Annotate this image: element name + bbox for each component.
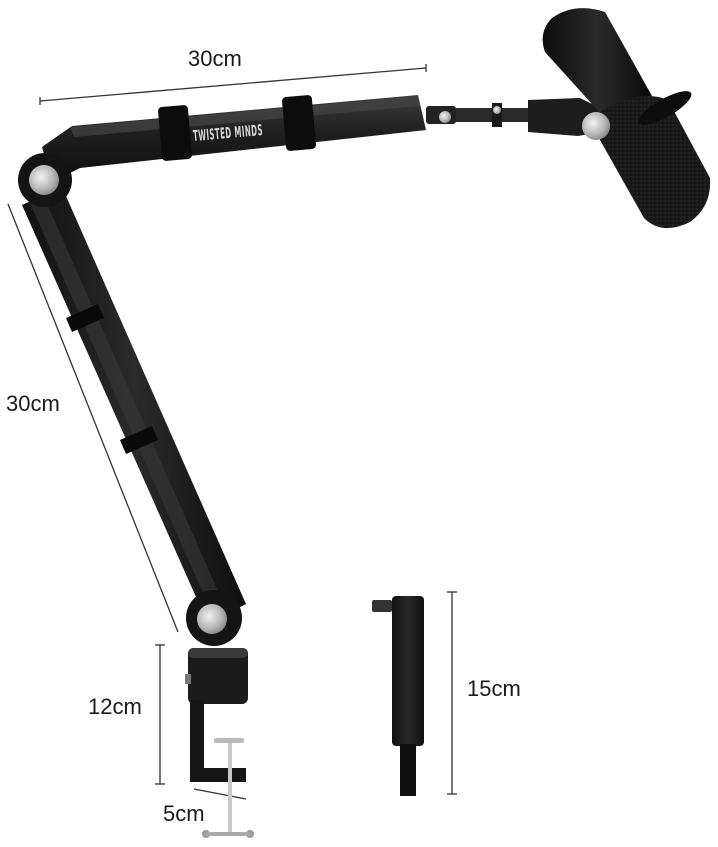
base-joint bbox=[186, 590, 242, 646]
lower-arm bbox=[22, 187, 246, 624]
riser-height-dimension-label: 15cm bbox=[467, 676, 521, 701]
dimension-lines bbox=[7, 64, 457, 800]
clamp-depth-dimension-label: 5cm bbox=[163, 801, 205, 826]
mic-connector bbox=[426, 98, 600, 136]
riser-post bbox=[372, 596, 424, 796]
upper-arm: TWISTED MINDS bbox=[42, 95, 426, 182]
lower-arm-dimension-label: 30cm bbox=[6, 391, 60, 416]
elbow-joint bbox=[18, 153, 72, 207]
clamp-height-dimension-label: 12cm bbox=[88, 694, 142, 719]
microphone bbox=[542, 8, 711, 229]
desk-clamp bbox=[185, 648, 254, 838]
upper-arm-dimension-label: 30cm bbox=[188, 46, 242, 71]
